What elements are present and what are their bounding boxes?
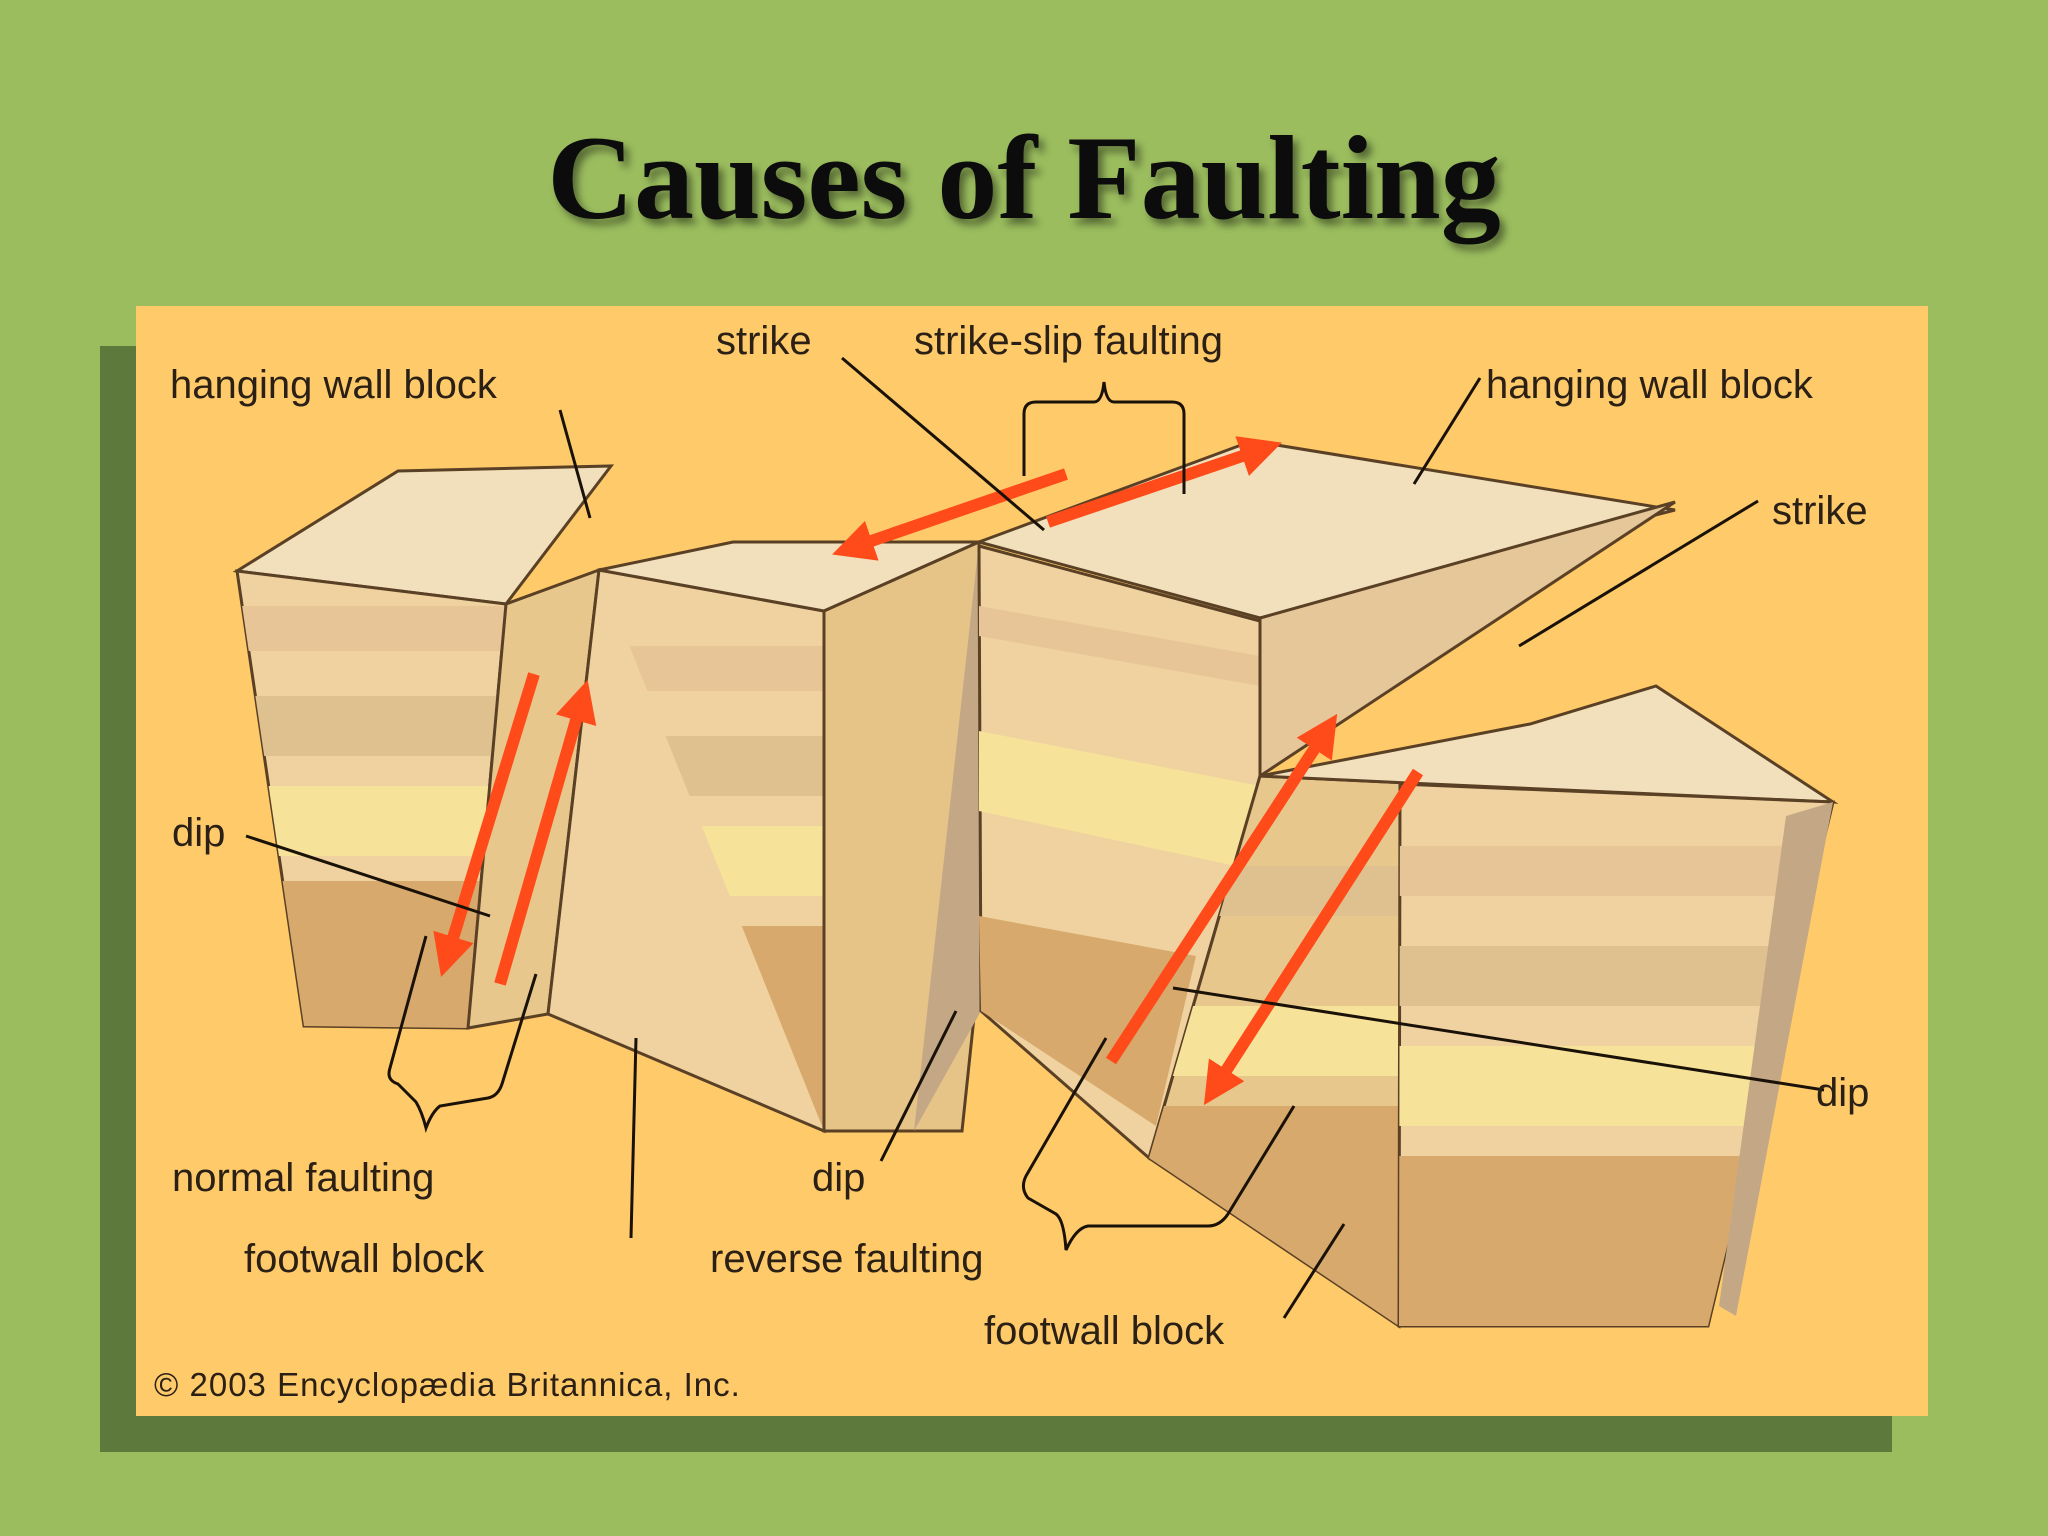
strike-slip-right-arrow [1046, 436, 1282, 528]
motion-arrows [433, 436, 1424, 1106]
copyright-notice: © 2003 Encyclopædia Britannica, Inc. [154, 1366, 741, 1403]
normal-faulting-brace [387, 935, 538, 1134]
label-strike-top: strike [716, 319, 812, 363]
label-strike-right: strike [1772, 489, 1868, 533]
normal-fault-up-arrow [494, 679, 597, 986]
label-dip-middle: dip [812, 1156, 865, 1200]
right-hanging-wall-strata-3 [979, 916, 1196, 1126]
right-dip-plane [1258, 500, 1676, 779]
slide-title: Causes of Faulting [547, 111, 1501, 244]
label-footwall-left: footwall block [244, 1237, 485, 1281]
reverse-fault-block [974, 439, 1839, 1329]
right-hanging-wall-strata-2 [979, 731, 1260, 866]
label-strike-slip-faulting: strike-slip faulting [914, 319, 1223, 363]
normal-fault-block [232, 464, 983, 1134]
strike-slip-left-arrow [832, 468, 1068, 561]
label-hanging-wall-left: hanging wall block [170, 363, 498, 407]
fault-diagram-panel: hanging wall block strike strike-slip fa… [136, 306, 1928, 1416]
right-side-dip-plane [1719, 802, 1833, 1316]
strike-slip-brace [1022, 381, 1186, 494]
fault-diagram: hanging wall block strike strike-slip fa… [154, 319, 1869, 1403]
reverse-faulting-brace [1021, 1037, 1296, 1251]
label-normal-faulting: normal faulting [172, 1156, 434, 1200]
normal-fault-down-arrow [433, 672, 540, 978]
reverse-fault-up-arrow [1105, 713, 1338, 1065]
label-reverse-faulting: reverse faulting [710, 1237, 983, 1281]
reverse-fault-down-arrow [1203, 768, 1424, 1106]
right-hanging-wall-strata-1 [979, 606, 1260, 686]
middle-dip-plane [914, 542, 981, 1131]
label-hanging-wall-right: hanging wall block [1486, 363, 1814, 407]
leader-lines [245, 356, 1825, 1319]
label-footwall-right: footwall block [984, 1309, 1225, 1353]
label-dip-left: dip [172, 811, 225, 855]
diagram-labels: hanging wall block strike strike-slip fa… [154, 319, 1869, 1403]
label-dip-right: dip [1816, 1071, 1869, 1115]
